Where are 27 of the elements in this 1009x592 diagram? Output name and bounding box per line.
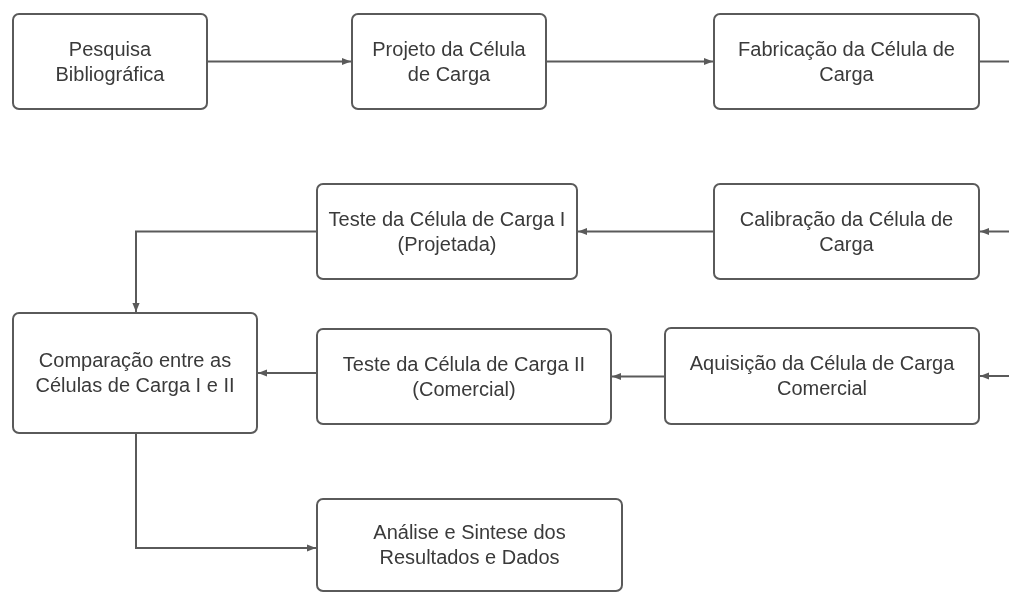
- arrow: [611, 372, 665, 381]
- process-box: [351, 13, 547, 110]
- arrow: [135, 433, 317, 552]
- arrow: [979, 227, 1009, 236]
- process-box: [12, 312, 258, 434]
- process-box: [316, 328, 612, 425]
- step-label: Análise e Sintese dos Resultados e Dados: [372, 520, 567, 570]
- step-label: Pesquisa Bibliográfica: [54, 36, 166, 87]
- arrow: [979, 372, 1009, 380]
- arrow: [257, 369, 317, 377]
- arrow: [546, 57, 714, 66]
- process-box: [316, 183, 578, 280]
- step-label: Teste da Célula de Carga I (Projetada): [327, 206, 567, 257]
- step-label: Calibração da Célula de Carga: [738, 206, 955, 257]
- process-box: [316, 498, 623, 592]
- process-box: [713, 183, 980, 280]
- step-label: Comparação entre as Células de Carga I e II: [34, 348, 236, 398]
- arrow: [207, 57, 352, 66]
- step-label: Aquisição da Célula de Carga Comercial: [688, 351, 956, 401]
- arrow: [577, 227, 714, 236]
- step-label: Projeto da Célula de Carga: [371, 36, 527, 87]
- step-label: Teste da Célula de Carga II (Comercial): [341, 351, 587, 402]
- process-box: [12, 13, 208, 110]
- step-label: Fabricação da Célula de Carga: [737, 36, 956, 87]
- process-box: [664, 327, 980, 425]
- arrow: [132, 230, 317, 313]
- process-box: [713, 13, 980, 110]
